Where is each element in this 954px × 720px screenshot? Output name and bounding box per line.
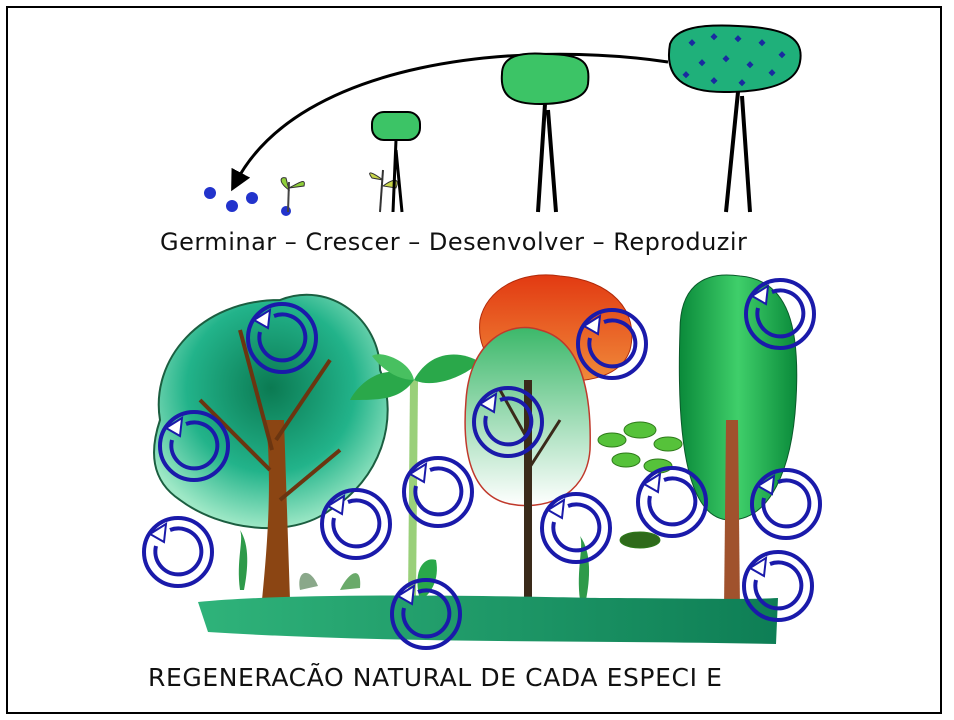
small-tree-icon [371, 111, 421, 213]
tall-canopy [678, 274, 798, 521]
teal-canopy [153, 293, 389, 530]
teal-tree-trunk [262, 420, 290, 600]
sprout-icon [280, 177, 305, 213]
cycle-arrow [231, 52, 669, 192]
forest-scene [142, 274, 822, 650]
circular-arrow-icon [402, 456, 474, 528]
life-cycle-caption: Germinar – Crescer – Desenvolver – Repro… [160, 228, 748, 256]
ground [198, 595, 778, 644]
circular-arrow-icon [742, 550, 814, 622]
circular-arrow-icon [540, 492, 612, 564]
circular-arrow-icon [750, 468, 822, 540]
circular-arrow-icon [636, 466, 708, 538]
life-cycle-row [204, 24, 802, 216]
circular-arrow-icon [320, 488, 392, 560]
mature-tree-icon [667, 24, 802, 213]
seed-icon [204, 187, 291, 216]
circular-arrow-icon [142, 516, 214, 588]
regeneration-caption: REGENERACÃO NATURAL DE CADA ESPECI E [148, 663, 723, 692]
medium-tree-icon [500, 52, 590, 213]
